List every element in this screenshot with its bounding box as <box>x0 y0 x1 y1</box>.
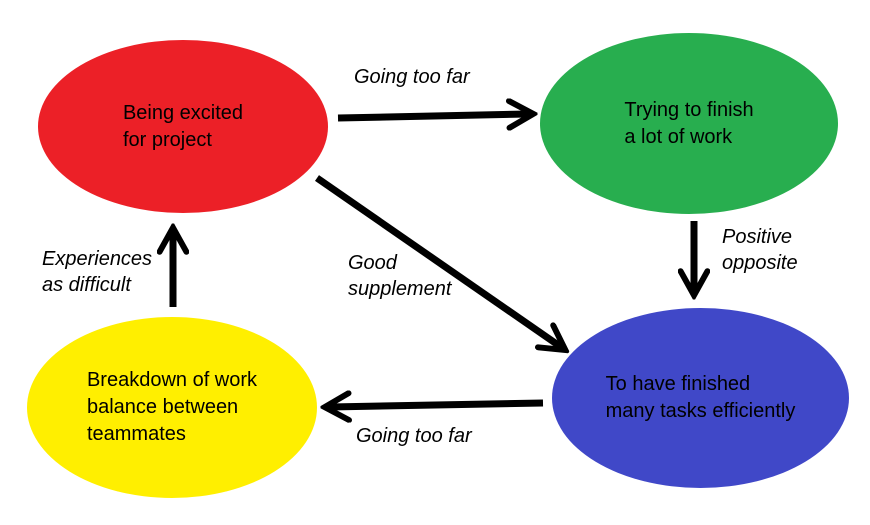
node-work-breakdown: Breakdown of work balance between teamma… <box>27 317 317 498</box>
node-finished-tasks-label: To have finished many tasks efficiently <box>605 373 796 422</box>
edge-label-experiences-as-difficult: Experiences as difficult <box>42 248 153 296</box>
node-finished-tasks: To have finished many tasks efficiently <box>552 308 849 488</box>
edge-label-positive-opposite: Positive opposite <box>722 226 798 274</box>
node-being-excited-label: Being excited for project <box>122 101 244 151</box>
node-work-breakdown-label: Breakdown of work balance between teamma… <box>86 369 258 445</box>
node-trying-finish-label: Trying to finish a lot of work <box>624 98 754 148</box>
arrow-finished-to-breakdown <box>330 403 544 407</box>
edge-label-going-too-far-bottom: Going too far <box>356 425 472 447</box>
edge-label-going-too-far-top: Going too far <box>354 66 470 88</box>
node-trying-finish: Trying to finish a lot of work <box>540 33 838 214</box>
edge-label-good-supplement: Good supplement <box>348 252 452 300</box>
arrow-excited-to-finished-diagonal <box>315 175 561 347</box>
arrow-excited-to-trying <box>337 114 528 118</box>
node-being-excited: Being excited for project <box>38 40 328 213</box>
